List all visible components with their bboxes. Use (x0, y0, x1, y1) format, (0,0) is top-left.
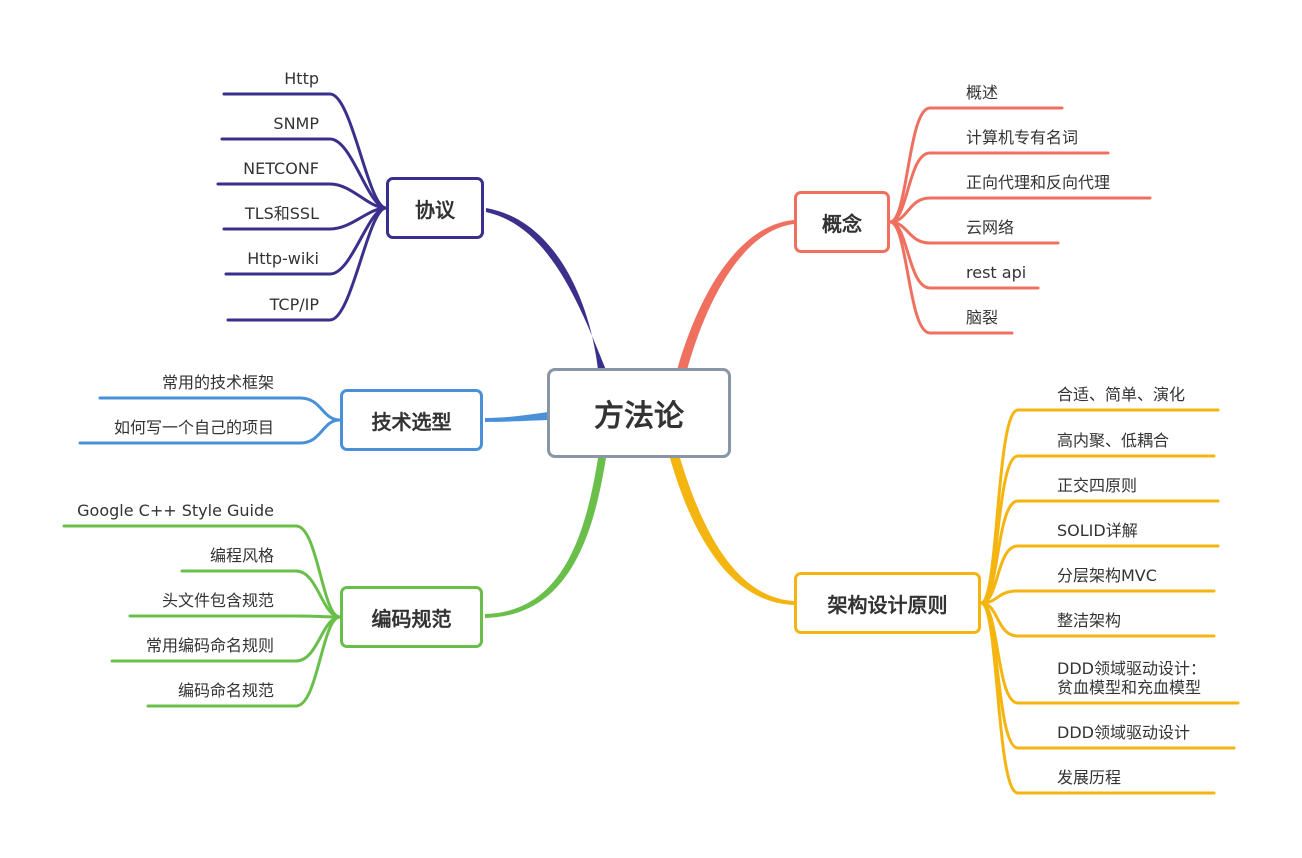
leaf-xieyi-5[interactable]: TCP/IP (270, 295, 319, 314)
leaf-jiagou-2[interactable]: 正交四原则 (1057, 476, 1137, 495)
leaf-jiagou-5-line-0: 整洁架构 (1057, 611, 1122, 630)
leaf-jiagou-4-line-0: 分层架构MVC (1057, 566, 1157, 585)
branch-node-architecture[interactable]: 架构设计原则 (794, 572, 981, 634)
link-bianma-0 (62, 524, 342, 619)
leaf-xieyi-2-line-0: NETCONF (243, 159, 319, 178)
leaf-bianma-3[interactable]: 常用编码命名规则 (146, 636, 274, 655)
leaf-bianma-4-line-0: 编码命名规范 (177, 681, 274, 700)
leaf-gainian-2[interactable]: 正向代理和反向代理 (966, 173, 1110, 192)
leaf-gainian-3-line-0: 云网络 (966, 218, 1015, 237)
leaf-jiagou-7[interactable]: DDD领域驱动设计 (1057, 723, 1190, 742)
leaf-xieyi-0-line-0: Http (284, 69, 319, 88)
leaf-gainian-1-line-0: 计算机专有名词 (966, 128, 1079, 147)
link-jiagou-4 (979, 589, 1216, 605)
branch-node-tech-selection[interactable]: 技术选型 (340, 389, 483, 451)
leaf-jiagou-3-line-0: SOLID详解 (1057, 521, 1138, 540)
branch-label-protocol: 协议 (415, 197, 455, 222)
leaf-gainian-2-line-0: 正向代理和反向代理 (966, 173, 1111, 192)
leaf-bianma-1[interactable]: 编程风格 (210, 546, 274, 565)
leaf-gainian-4[interactable]: rest api (966, 263, 1026, 282)
leaf-jiagou-2-line-0: 正交四原则 (1057, 476, 1138, 495)
leaf-jiagou-4[interactable]: 分层架构MVC (1057, 566, 1157, 585)
link-root-architecture (670, 458, 794, 605)
link-jishu-0 (98, 396, 342, 422)
link-gainian-1 (888, 151, 1110, 224)
leaf-xieyi-4[interactable]: Http-wiki (247, 249, 319, 268)
link-jiagou-2 (979, 499, 1220, 605)
leaf-jishu-0[interactable]: 常用的技术框架 (162, 373, 274, 392)
leaf-jiagou-1-line-0: 高内聚、低耦合 (1057, 431, 1170, 450)
leaf-xieyi-1[interactable]: SNMP (273, 114, 319, 133)
link-jiagou-3 (979, 544, 1220, 605)
branch-node-protocol[interactable]: 协议 (386, 177, 484, 239)
link-bianma-1 (180, 569, 342, 619)
link-xieyi-5 (226, 206, 388, 322)
leaf-jiagou-0-line-0: 合适、简单、演化 (1057, 385, 1186, 404)
link-jishu-1 (78, 418, 342, 445)
leaf-gainian-5-line-0: 脑裂 (966, 308, 999, 327)
leaf-jiagou-6[interactable]: DDD领域驱动设计：贫血模型和充血模型 (1057, 659, 1206, 697)
link-xieyi-2 (216, 182, 388, 210)
link-root-tech-selection (485, 412, 548, 422)
leaf-jishu-1[interactable]: 如何写一个自己的项目 (114, 418, 274, 437)
leaf-jiagou-8[interactable]: 发展历程 (1057, 768, 1121, 787)
link-root-protocol (486, 208, 606, 370)
root-node[interactable]: 方法论 (547, 368, 731, 458)
leaf-bianma-2[interactable]: 头文件包含规范 (162, 591, 274, 610)
branch-label-coding-standards: 编码规范 (371, 606, 452, 631)
leaf-xieyi-4-line-0: Http-wiki (247, 249, 319, 268)
leaf-gainian-0-line-0: 概述 (966, 83, 999, 102)
leaf-bianma-1-line-0: 编程风格 (209, 546, 274, 565)
link-xieyi-1 (220, 137, 388, 210)
leaf-xieyi-0[interactable]: Http (284, 69, 319, 88)
link-jiagou-5 (979, 601, 1216, 638)
leaf-xieyi-1-line-0: SNMP (273, 114, 319, 133)
branch-label-concepts: 概念 (822, 211, 862, 236)
leaf-gainian-0[interactable]: 概述 (966, 83, 998, 102)
leaf-jiagou-5[interactable]: 整洁架构 (1057, 611, 1121, 630)
leaf-jishu-0-line-0: 常用的技术框架 (161, 373, 274, 392)
leaf-bianma-4[interactable]: 编码命名规范 (178, 681, 274, 700)
link-root-coding-standards (485, 458, 606, 618)
leaf-bianma-0[interactable]: Google C++ Style Guide (77, 501, 274, 520)
leaf-jiagou-6-line-0: DDD领域驱动设计： (1057, 659, 1206, 678)
branch-label-tech-selection: 技术选型 (371, 409, 452, 434)
leaf-xieyi-5-line-0: TCP/IP (269, 295, 319, 314)
link-gainian-5 (888, 220, 1014, 335)
link-gainian-0 (888, 106, 1064, 224)
link-bianma-4 (146, 615, 342, 708)
leaf-xieyi-3[interactable]: TLS和SSL (245, 204, 319, 223)
branch-label-architecture: 架构设计原则 (827, 592, 948, 617)
branch-node-coding-standards[interactable]: 编码规范 (340, 586, 483, 648)
leaf-gainian-3[interactable]: 云网络 (966, 218, 1014, 237)
leaf-jiagou-7-line-0: DDD领域驱动设计 (1057, 723, 1190, 742)
leaf-bianma-0-line-0: Google C++ Style Guide (77, 501, 274, 520)
leaf-xieyi-2[interactable]: NETCONF (243, 159, 319, 178)
leaf-gainian-4-line-0: rest api (966, 263, 1027, 282)
link-xieyi-0 (222, 92, 388, 210)
leaf-jiagou-6-line-1: 贫血模型和充血模型 (1057, 678, 1202, 697)
link-jiagou-8 (979, 601, 1216, 795)
leaf-jishu-1-line-0: 如何写一个自己的项目 (113, 418, 274, 437)
link-root-concepts (677, 220, 794, 370)
leaf-gainian-1[interactable]: 计算机专有名词 (966, 128, 1078, 147)
link-bianma-2 (128, 614, 342, 619)
leaf-gainian-5[interactable]: 脑裂 (966, 308, 998, 327)
root-label: 方法论 (594, 399, 684, 434)
leaf-jiagou-1[interactable]: 高内聚、低耦合 (1057, 431, 1169, 450)
leaf-bianma-3-line-0: 常用编码命名规则 (145, 636, 274, 655)
leaf-jiagou-8-line-0: 发展历程 (1057, 768, 1122, 787)
link-gainian-2 (888, 196, 1152, 224)
leaf-jiagou-3[interactable]: SOLID详解 (1057, 521, 1138, 540)
leaf-bianma-2-line-0: 头文件包含规范 (161, 591, 274, 610)
leaf-xieyi-3-line-0: TLS和SSL (244, 204, 319, 223)
branch-node-concepts[interactable]: 概念 (794, 191, 890, 253)
leaf-jiagou-0[interactable]: 合适、简单、演化 (1057, 385, 1185, 404)
